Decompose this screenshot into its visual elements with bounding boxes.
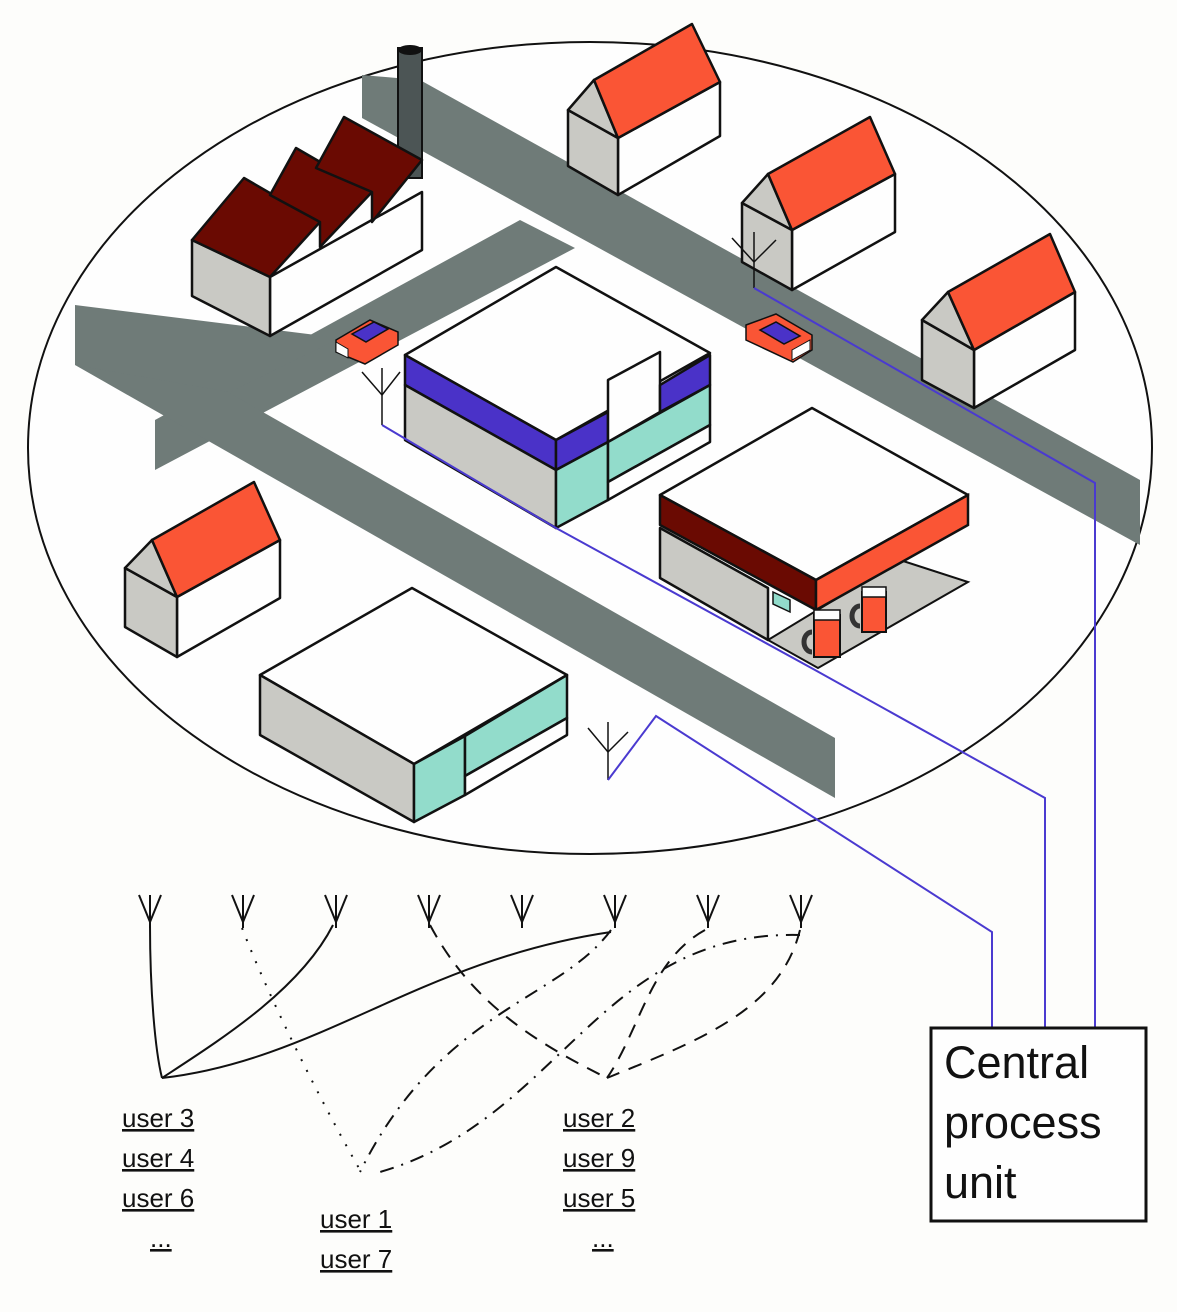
connection-solid <box>161 931 612 1079</box>
antenna-icon <box>361 368 401 425</box>
antenna-icon <box>138 894 162 928</box>
central-building <box>403 265 712 530</box>
cpu-label-line-1: Central <box>944 1037 1089 1088</box>
wire-to-cpu <box>753 287 1096 1028</box>
wire-to-cpu <box>607 714 993 1028</box>
antenna-icon <box>789 894 813 928</box>
connection-dashdot <box>359 929 612 1173</box>
user-label: user 3 <box>122 1103 194 1133</box>
house-1 <box>566 22 722 197</box>
user-label: user 4 <box>122 1143 194 1173</box>
fuel-pump-icon <box>813 614 841 658</box>
fuel-pump-icon <box>861 591 887 633</box>
road-southeast <box>75 305 835 798</box>
connection-dotted <box>241 927 361 1171</box>
user-label: user 2 <box>563 1103 635 1133</box>
user-group-right: user 2 user 9 user 5 ... <box>563 1103 635 1253</box>
central-process-unit: Central process unit <box>929 1026 1148 1223</box>
antenna-icon <box>417 894 441 928</box>
user-label: user 6 <box>122 1183 194 1213</box>
user-connections <box>149 924 801 1173</box>
antenna-array <box>138 894 813 928</box>
connection-solid <box>149 924 163 1079</box>
connection-solid <box>161 924 334 1079</box>
wire-to-cpu <box>381 424 1046 1028</box>
house-3 <box>920 232 1077 410</box>
cpu-label-line-2: process <box>944 1097 1102 1148</box>
road-northeast <box>362 75 1140 545</box>
car-icon <box>335 319 399 365</box>
antenna-icon <box>587 722 629 780</box>
cpu-label-line-3: unit <box>944 1157 1017 1208</box>
user-label-ellipsis: ... <box>592 1223 614 1253</box>
user-group-left: user 3 user 4 user 6 ... <box>122 1103 194 1253</box>
user-label: user 9 <box>563 1143 635 1173</box>
factory <box>190 45 424 338</box>
connection-dashed <box>429 924 608 1079</box>
user-label: user 1 <box>320 1204 392 1234</box>
car-icon <box>745 313 813 363</box>
user-label-ellipsis: ... <box>150 1223 172 1253</box>
antenna-icon <box>731 232 777 288</box>
antenna-icon <box>324 894 348 928</box>
user-label: user 5 <box>563 1183 635 1213</box>
antenna-icon <box>603 894 627 928</box>
connection-dashed <box>606 929 801 1079</box>
house-4 <box>123 480 282 659</box>
user-group-middle: user 1 user 7 <box>320 1204 392 1274</box>
road-west <box>75 305 340 392</box>
antenna-icon <box>510 894 534 928</box>
user-label: user 7 <box>320 1244 392 1274</box>
antenna-icon <box>231 894 255 928</box>
house-2 <box>740 115 897 292</box>
warehouse <box>258 586 569 824</box>
antenna-icon <box>696 894 720 928</box>
gas-station <box>658 406 971 670</box>
connection-dashdot <box>379 933 801 1173</box>
connection-dashed <box>606 929 706 1079</box>
